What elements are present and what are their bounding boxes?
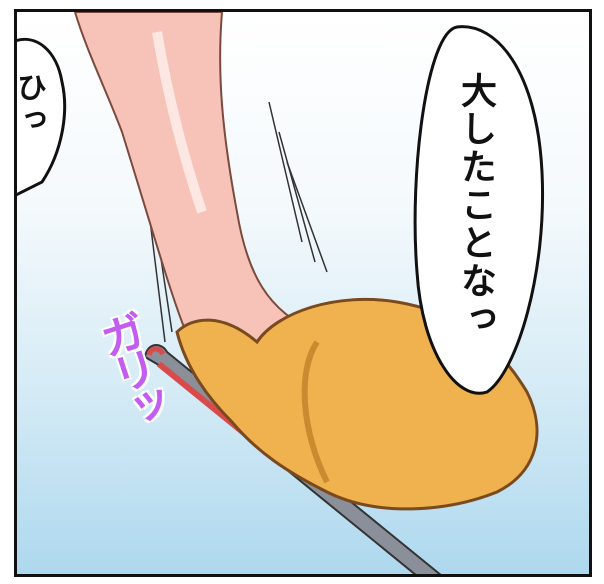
speech-bubble-right-text: 大したことなっ [455, 72, 496, 338]
speech-bubble-left-shape [17, 37, 67, 197]
leg-highlight [152, 31, 207, 214]
speech-bubble-left-text: ひっ [14, 72, 46, 136]
speech-bubble-right-shape [413, 25, 545, 395]
panel-illustration [17, 12, 545, 574]
slipper-shade [301, 340, 330, 484]
comic-panel: 大したことなっ ひっ ガリッ [14, 9, 592, 577]
